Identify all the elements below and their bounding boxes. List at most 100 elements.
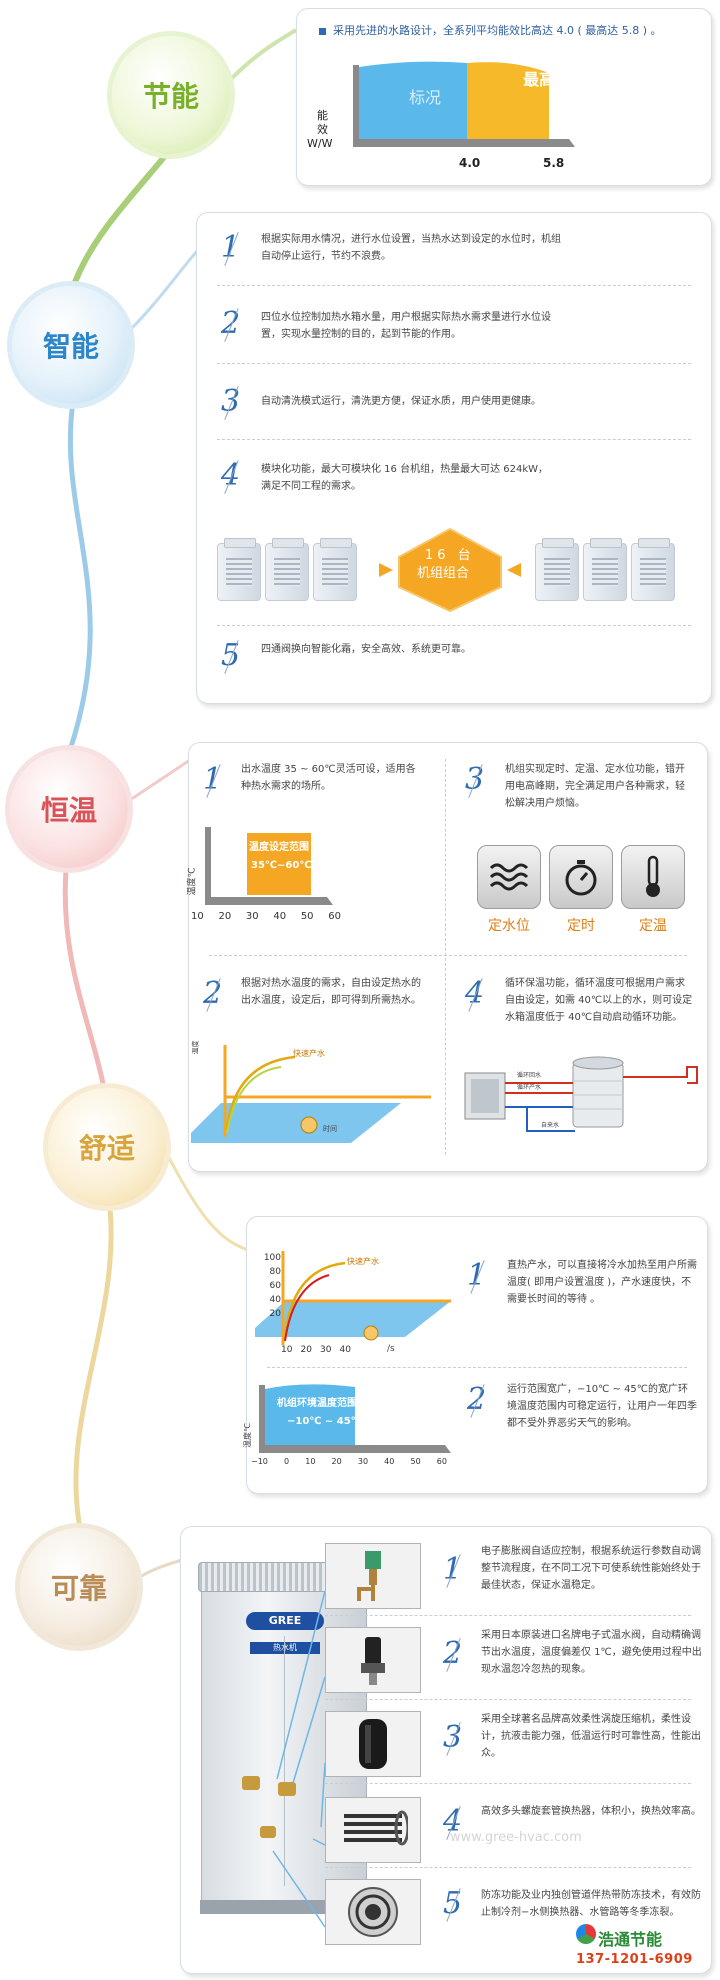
energy-ylabel-1: 能 (317, 109, 328, 122)
callout-lines (272, 1590, 326, 1928)
axis-tick: 20 (269, 1309, 281, 1319)
loop-produce-label: 循环产水 (517, 1084, 542, 1091)
reliable-item-5-number: 5 (443, 1886, 463, 1921)
heating-curve-ylabel: 温度 (191, 1040, 200, 1055)
axis-tick: 60 (328, 911, 341, 922)
axis-tick: 60 (436, 1457, 447, 1466)
axis-tick: 50 (300, 911, 314, 922)
axis-tick: 30 (357, 1457, 369, 1466)
axis-tick: 20 (300, 1345, 312, 1355)
constant-temp-panel: 1 出水温度 35 ~ 60℃灵活可设，适用各种热水需求的场所。 温度设定范围 … (188, 742, 708, 1172)
temp-ylabel: 温度℃ (187, 867, 198, 896)
smart-item-3-text: 自动清洗模式运行，清洗更方便，保证水质，用户使用更健康。 (261, 396, 541, 407)
axis-tick: 0 (284, 1457, 290, 1466)
section-circle-reliable: 可靠 (20, 1528, 138, 1646)
ambient-range-value: −10℃ ~ 45℃ (287, 1416, 363, 1427)
module-badge-label: 机组组合 (417, 566, 470, 581)
temp-range-title: 温度设定范围 (249, 842, 309, 853)
smart-item-3-number: 3 (221, 384, 241, 419)
heating-curve-graphic (191, 1045, 431, 1143)
axis-tick: 50 (410, 1457, 421, 1466)
reliable-item-3-text: 采用全球著名品牌高效柔性涡旋压缩机，柔性设计，抗液击能力强，低温运行时可靠性高，… (481, 1714, 701, 1759)
divider (217, 363, 691, 364)
divider (217, 439, 691, 440)
bullet-icon (319, 28, 326, 35)
heating-curve-label: 快速产水 (293, 1049, 325, 1058)
coaxial-heat-exchanger-image (325, 1797, 421, 1863)
smart-item-4-text: 模块化功能，最大可模块化 16 台机组，热量最大可达 624kW，满足不同工程的… (261, 464, 549, 492)
module-badge-count: 16 台 (425, 548, 475, 563)
axis-tick: 80 (269, 1267, 281, 1277)
timer-icon (549, 845, 613, 909)
unit-module-icon (631, 538, 675, 601)
energy-description: 采用先进的水路设计，全系列平均能效比高达 4.0 ( 最高达 5.8 ) 。 (333, 24, 662, 37)
axis-tick: 20 (218, 911, 232, 922)
module-badge-graphic (379, 527, 521, 613)
divider (217, 285, 691, 286)
energy-bar-graphic (353, 61, 575, 147)
energy-ylabel-3: W/W (307, 137, 333, 150)
thermometer-label: 定温 (639, 918, 667, 934)
timer-label: 定时 (567, 918, 595, 934)
energy-ylabel-2: 效 (317, 123, 328, 136)
energy-tick-4: 4.0 (459, 156, 481, 170)
temp-range-graphic (205, 827, 333, 905)
axis-tick: 40 (339, 1345, 351, 1355)
loop-tapwater-label: 自来水 (541, 1122, 560, 1129)
energy-tick-58: 5.8 (543, 156, 565, 170)
temp-item-1-number: 1 (203, 762, 223, 797)
ambient-range-title: 机组环境温度范围 (277, 1398, 357, 1409)
ambient-range-graphic (259, 1384, 451, 1453)
water-level-icon (477, 845, 541, 909)
pipe-port (242, 1776, 260, 1790)
smart-item-1-number: 1 (221, 230, 241, 265)
section-circle-smart: 智能 (12, 286, 130, 404)
comfort-item-1-text: 直热产水，可以直接将冷水加热至用户所需温度( 即用户设置温度 )，产水速度快，不… (507, 1260, 697, 1305)
smart-item-1-text: 根据实际用水情况，进行水位设置，当热水达到设定的水位时，机组自动停止运行，节约不… (261, 234, 561, 262)
fast-heating-graphic (255, 1251, 451, 1345)
reliable-item-4-text: 高效多头螺旋套管换热器，体积小，换热效率高。 (481, 1806, 701, 1817)
smart-item-2-text: 四位水位控制加热水箱水量，用户根据实际热水需求量进行水位设置，实现水量控制的目的… (261, 312, 551, 340)
axis-tick: 100 (263, 1253, 281, 1263)
comfort-item-1-number: 1 (467, 1258, 487, 1293)
water-valve-image (325, 1627, 421, 1693)
temp-item-4-number: 4 (465, 976, 485, 1011)
comfort-item-2-text: 运行范围宽广，−10℃ ~ 45℃的宽广环境温度范围内可稳定运行，让用户一年四季… (507, 1384, 697, 1429)
gree-logo: GREE (246, 1612, 324, 1630)
ambient-range-ticks: −10 0 10 20 30 40 50 60 (251, 1457, 447, 1466)
fast-heating-xunit: /s (387, 1344, 395, 1354)
temp-item-3-number: 3 (465, 762, 485, 797)
unit-module-icon (217, 538, 261, 601)
heating-curve-xlabel: 时间 (323, 1125, 337, 1133)
footer-phone: 137-1201-6909 (576, 1952, 693, 1967)
smart-item-4-number: 4 (221, 458, 241, 493)
axis-tick: 60 (269, 1281, 281, 1291)
divider (325, 1783, 691, 1784)
comfort-panel: 快速产水 100 80 60 40 20 10 20 30 40 /s 1 直热… (243, 1216, 708, 1494)
fast-heating-label: 快速产水 (347, 1257, 379, 1266)
energy-panel: 采用先进的水路设计，全系列平均能效比高达 4.0 ( 最高达 5.8 ) 。 能… (296, 8, 712, 186)
reliable-item-3-number: 3 (443, 1720, 463, 1755)
temp-axis-ticks: 10 20 30 40 50 60 (191, 911, 341, 922)
temp-item-1-text: 出水温度 35 ~ 60℃灵活可设，适用各种热水需求的场所。 (241, 764, 416, 792)
divider (325, 1615, 691, 1616)
ambient-range-ylabel: 温度℃ (242, 1423, 252, 1448)
smart-item-5-text: 四通阀换向智能化霜，安全高效、系统更可靠。 (261, 644, 471, 655)
pipe-port (260, 1826, 276, 1838)
thermometer-icon (621, 845, 685, 909)
smart-item-5-number: 5 (221, 638, 241, 673)
axis-tick: 30 (320, 1345, 332, 1355)
axis-tick: −10 (251, 1457, 268, 1466)
footer-brand: 浩通节能 (598, 1930, 663, 1949)
temp-range-value: 35℃~60℃ (251, 860, 312, 871)
circulation-diagram (464, 1056, 698, 1132)
axis-tick: 10 (305, 1457, 316, 1466)
water-level-label: 定水位 (488, 918, 530, 934)
section-circle-constant-temp: 恒温 (10, 750, 128, 868)
comfort-item-2-number: 2 (467, 1382, 487, 1417)
divider (445, 759, 446, 1155)
divider (217, 625, 691, 626)
temp-item-2-number: 2 (203, 976, 223, 1011)
axis-tick: 40 (273, 911, 287, 922)
reliable-item-2-number: 2 (443, 1636, 463, 1671)
